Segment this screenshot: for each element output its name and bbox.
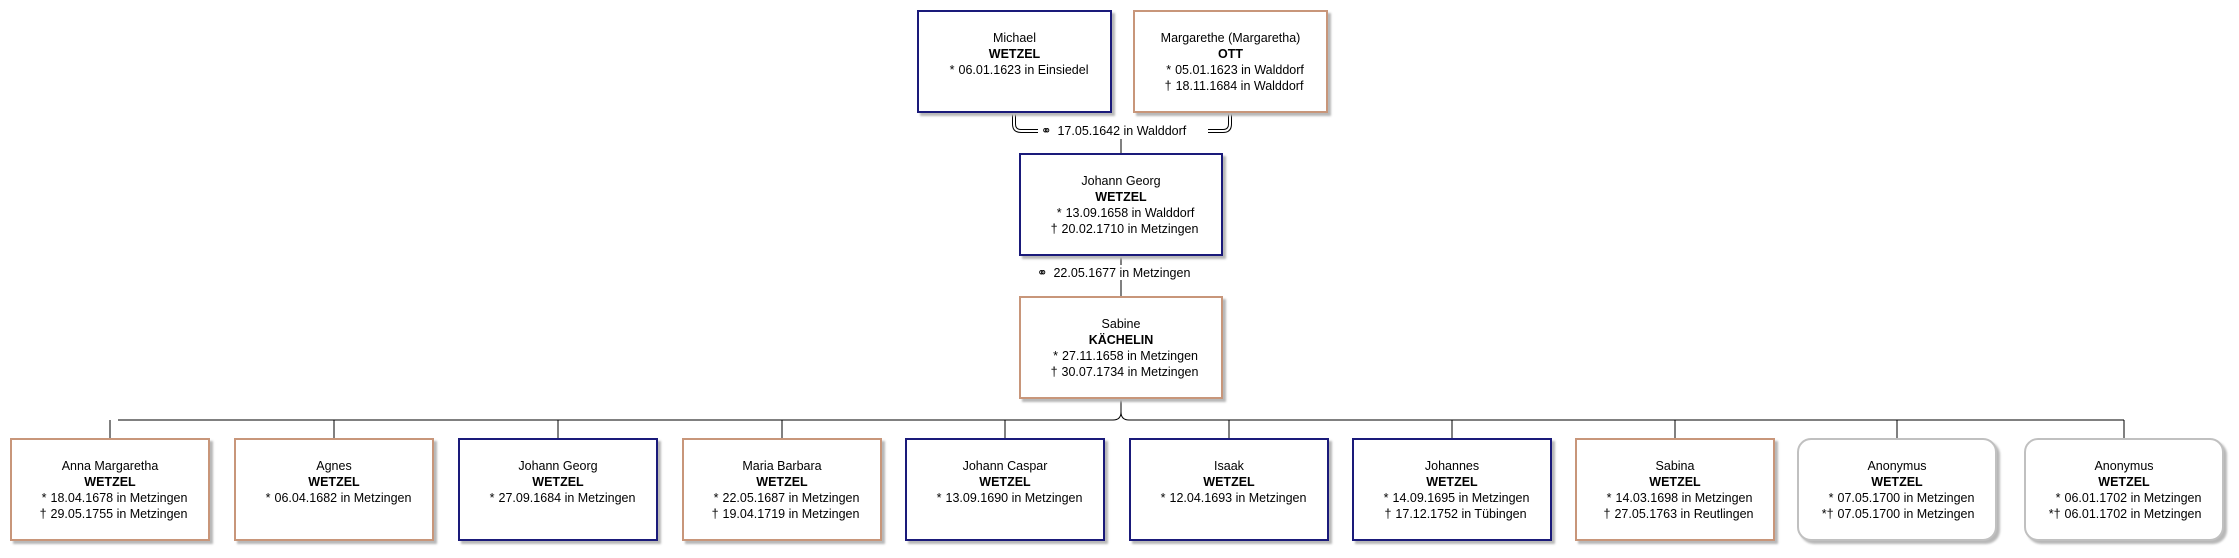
birth-event: *07.05.1700 in Metzingen [1828,491,1975,505]
spouse-box[interactable]: Sabine KÄCHELIN *27.11.1658 in Metzingen… [1019,296,1223,399]
person-surname: KÄCHELIN [1088,333,1154,347]
children-bus-right [1120,411,2124,421]
children-bus-left [118,399,1122,421]
death-event: *†06.01.1702 in Metzingen [2048,507,2202,521]
person-surname: WETZEL [532,475,584,489]
birth-event: *05.01.1623 in Walddorf [1166,63,1304,77]
person-surname: WETZEL [1871,475,1923,489]
person-given-name: Isaak [1214,459,1244,473]
death-event: *†07.05.1700 in Metzingen [1821,507,1975,521]
person-surname: WETZEL [1203,475,1255,489]
person-given-name: Johann Caspar [962,459,1048,473]
person-given-name: Maria Barbara [742,459,822,473]
person-surname: WETZEL [988,47,1041,61]
person-given-name: Johann Georg [1081,174,1161,188]
birth-event: *18.04.1678 in Metzingen [41,491,188,505]
death-event: †29.05.1755 in Metzingen [39,507,188,521]
father-connector [1012,113,1038,133]
person-surname: WETZEL [1426,475,1478,489]
birth-event: *12.04.1693 in Metzingen [1160,491,1307,505]
mother-connector [1208,113,1232,133]
death-event: †30.07.1734 in Metzingen [1050,365,1199,379]
person-given-name: Johann Georg [518,459,598,473]
person-surname: WETZEL [979,475,1031,489]
birth-event: *13.09.1658 in Walddorf [1056,206,1195,220]
birth-event: *06.01.1702 in Metzingen [2055,491,2202,505]
marriage-rings-icon: ⚭ [1041,124,1052,138]
birth-event: *22.05.1687 in Metzingen [713,491,860,505]
person-given-name: Margarethe (Margaretha) [1160,31,1301,45]
parents-marriage-label: ⚭17.05.1642 in Walddorf [1038,123,1190,138]
subject-box[interactable]: Johann Georg WETZEL *13.09.1658 in Waldd… [1019,153,1223,256]
birth-event: *27.09.1684 in Metzingen [489,491,636,505]
person-surname: WETZEL [308,475,360,489]
person-surname: WETZEL [84,475,136,489]
person-given-name: Sabine [1101,317,1141,331]
marriage-rings-icon: ⚭ [1037,266,1048,280]
birth-event: *27.11.1658 in Metzingen [1053,349,1198,363]
person-surname: WETZEL [756,475,808,489]
person-surname: WETZEL [2098,475,2150,489]
birth-event: *14.03.1698 in Metzingen [1606,491,1753,505]
death-event: †17.12.1752 in Tübingen [1384,507,1527,521]
spouse-marriage-label: ⚭22.05.1677 in Metzingen [1034,265,1194,280]
person-surname: OTT [1218,47,1243,61]
death-event: †19.04.1719 in Metzingen [711,507,860,521]
birth-event: *14.09.1695 in Metzingen [1383,491,1530,505]
person-given-name: Anonymus [1867,459,1927,473]
birth-event: *13.09.1690 in Metzingen [936,491,1083,505]
person-given-name: Johannes [1424,459,1480,473]
person-surname: WETZEL [1095,190,1147,204]
father-connector-inner [1013,113,1038,132]
death-event: †27.05.1763 in Reutlingen [1603,507,1754,521]
death-event: †20.02.1710 in Metzingen [1050,222,1199,236]
person-given-name: Michael [992,31,1037,45]
person-given-name: Sabina [1655,459,1695,473]
person-surname: WETZEL [1649,475,1701,489]
person-given-name: Agnes [316,459,352,473]
birth-event: *06.04.1682 in Metzingen [265,491,412,505]
mother-connector-inner [1208,113,1231,132]
father-box[interactable]: Michael WETZEL *06.01.1623 in Einsiedel [917,10,1112,113]
person-given-name: Anna Margaretha [61,459,159,473]
mother-box[interactable]: Margarethe (Margaretha) OTT *05.01.1623 … [1133,10,1328,113]
person-given-name: Anonymus [2094,459,2154,473]
death-event: †18.11.1684 in Walddorf [1164,79,1304,93]
birth-event: *06.01.1623 in Einsiedel [949,63,1089,77]
